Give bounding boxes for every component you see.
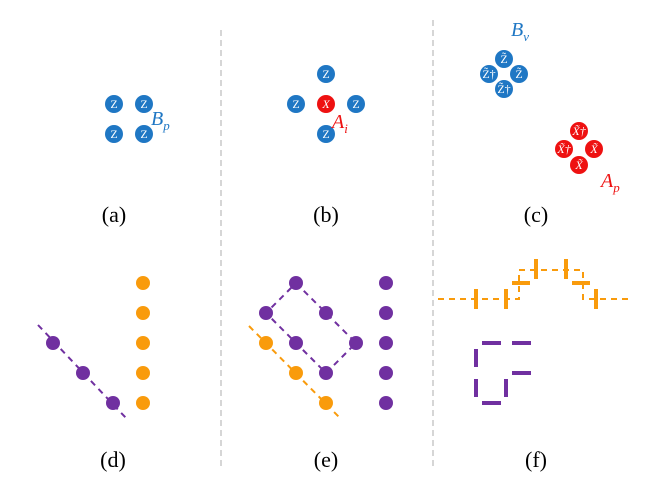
- op-label: Z: [292, 97, 299, 111]
- caption-e: (e): [314, 447, 338, 472]
- op-label: X̃†: [556, 142, 571, 156]
- purple-qubit-icon: [289, 276, 303, 290]
- purple-dashed-loop: [264, 281, 358, 375]
- panel-b: Z Z Z Z X Ai (b): [234, 14, 419, 227]
- purple-qubit-icon: [289, 336, 303, 350]
- op-label: X̃: [589, 142, 598, 156]
- x-qubit-icon: [585, 140, 603, 158]
- op-label: Z: [352, 97, 359, 111]
- z-qubit-icon: [287, 95, 305, 113]
- z-qubit-icon: [347, 95, 365, 113]
- purple-qubit-icon: [319, 366, 333, 380]
- purple-qubit-icon: [76, 366, 90, 380]
- plaquette-operator-bp: Z Z Z Z Bp: [105, 95, 170, 143]
- purple-edge-highlights: [474, 341, 531, 405]
- purple-qubit-icon: [379, 276, 393, 290]
- x-qubit-icon: [555, 140, 573, 158]
- z-qubit-icon: [135, 95, 153, 113]
- orange-qubit-icon: [136, 396, 150, 410]
- bv-label: Bv: [511, 19, 529, 44]
- op-label: Z: [140, 97, 147, 111]
- purple-qubit-icon: [379, 306, 393, 320]
- ai-label: Ai: [330, 111, 348, 136]
- caption-b: (b): [313, 202, 339, 227]
- z-qubit-icon: [495, 80, 513, 98]
- purple-qubit-icon: [379, 336, 393, 350]
- x-qubit-icon: [570, 156, 588, 174]
- orange-qubit-icon: [136, 336, 150, 350]
- op-label: Z: [322, 127, 329, 141]
- z-qubit-icon: [105, 95, 123, 113]
- z-qubit-icon: [480, 65, 498, 83]
- z-qubit-icon: [317, 65, 335, 83]
- z-qubit-icon: [105, 125, 123, 143]
- orange-qubit-icon: [319, 396, 333, 410]
- orange-qubit-icon: [136, 306, 150, 320]
- op-label: Z̃†: [482, 67, 495, 81]
- op-label: Z̃†: [497, 82, 510, 96]
- caption-f: (f): [525, 447, 547, 472]
- panel-a: Z Z Z Z Bp (a): [22, 14, 207, 227]
- op-label: X̃†: [571, 124, 586, 138]
- purple-qubit-icon: [379, 366, 393, 380]
- caption-a: (a): [102, 202, 126, 227]
- ap-label: Ap: [599, 170, 620, 195]
- op-label: Z: [110, 97, 117, 111]
- purple-qubit-icon: [259, 306, 273, 320]
- z-qubit-icon: [135, 125, 153, 143]
- panel-f: (f): [438, 253, 633, 472]
- op-label: Z: [110, 127, 117, 141]
- caption-c: (c): [524, 202, 548, 227]
- caption-d: (d): [100, 447, 126, 472]
- z-qubit-icon: [510, 65, 528, 83]
- op-label: X̃: [574, 158, 583, 172]
- op-label: Z: [140, 127, 147, 141]
- purple-qubit-icon: [46, 336, 60, 350]
- purple-qubit-icon: [106, 396, 120, 410]
- orange-qubit-icon: [259, 336, 273, 350]
- panel-c: Z̃ Z̃† Z̃ Z̃† Bv X̃† X̃† X̃ X̃ Ap (c): [443, 14, 628, 227]
- lattice-grid: [444, 253, 629, 438]
- panel-e: (e): [234, 253, 419, 472]
- op-label: Z̃: [500, 52, 507, 66]
- panel-d: (d): [21, 253, 206, 472]
- x-qubit-icon: [317, 95, 335, 113]
- op-label: Z: [322, 67, 329, 81]
- vertex-operator-ai: Z Z Z Z X Ai: [287, 65, 365, 143]
- orange-edge-highlights: [474, 259, 598, 309]
- orange-qubit-icon: [289, 366, 303, 380]
- purple-qubit-icon: [319, 306, 333, 320]
- op-label: X: [321, 97, 330, 111]
- bp-label: Bp: [151, 108, 170, 133]
- orange-qubit-icon: [136, 276, 150, 290]
- x-qubit-icon: [570, 122, 588, 140]
- bv-operator: Z̃ Z̃† Z̃ Z̃† Bv: [480, 19, 529, 98]
- z-qubit-icon: [495, 50, 513, 68]
- purple-qubit-icon: [349, 336, 363, 350]
- op-label: Z̃: [515, 67, 522, 81]
- z-qubit-icon: [317, 125, 335, 143]
- ap-operator: X̃† X̃† X̃ X̃ Ap: [555, 122, 620, 195]
- orange-qubit-icon: [136, 366, 150, 380]
- purple-qubit-icon: [379, 396, 393, 410]
